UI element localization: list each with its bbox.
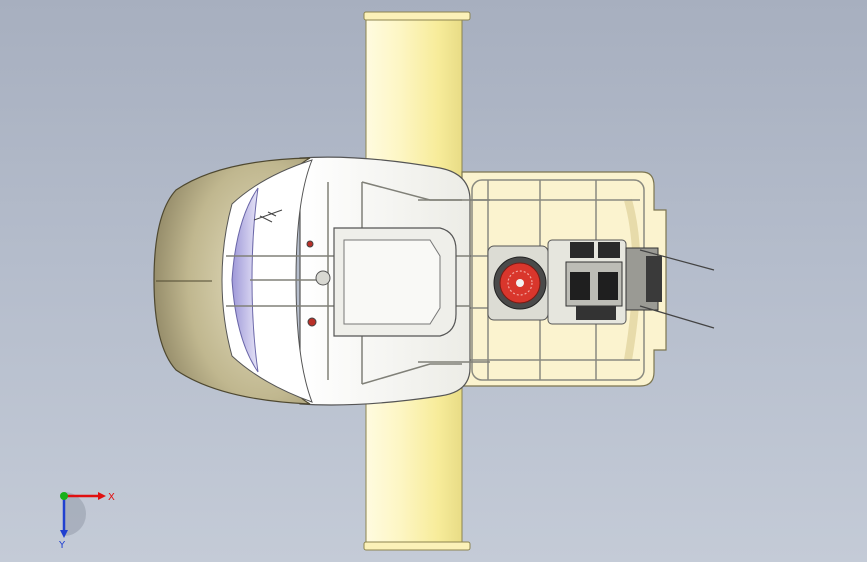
triad-quadrant <box>64 492 86 536</box>
wing-tip-top <box>363 11 471 21</box>
wing-tip-bottom <box>363 541 471 551</box>
orientation-triad: X Y <box>58 492 115 551</box>
rear-deck[interactable] <box>461 171 715 387</box>
y-axis-arrowhead <box>60 530 68 538</box>
x-axis-label: X <box>108 492 115 503</box>
canopy[interactable] <box>221 159 313 403</box>
instrument-decal <box>253 209 283 223</box>
z-axis-dot <box>60 492 68 500</box>
x-axis-arrowhead <box>98 492 106 500</box>
propeller-mount[interactable] <box>625 247 715 329</box>
engine[interactable] <box>487 239 627 325</box>
y-axis-label: Y <box>58 540 66 551</box>
seat[interactable] <box>306 227 457 337</box>
